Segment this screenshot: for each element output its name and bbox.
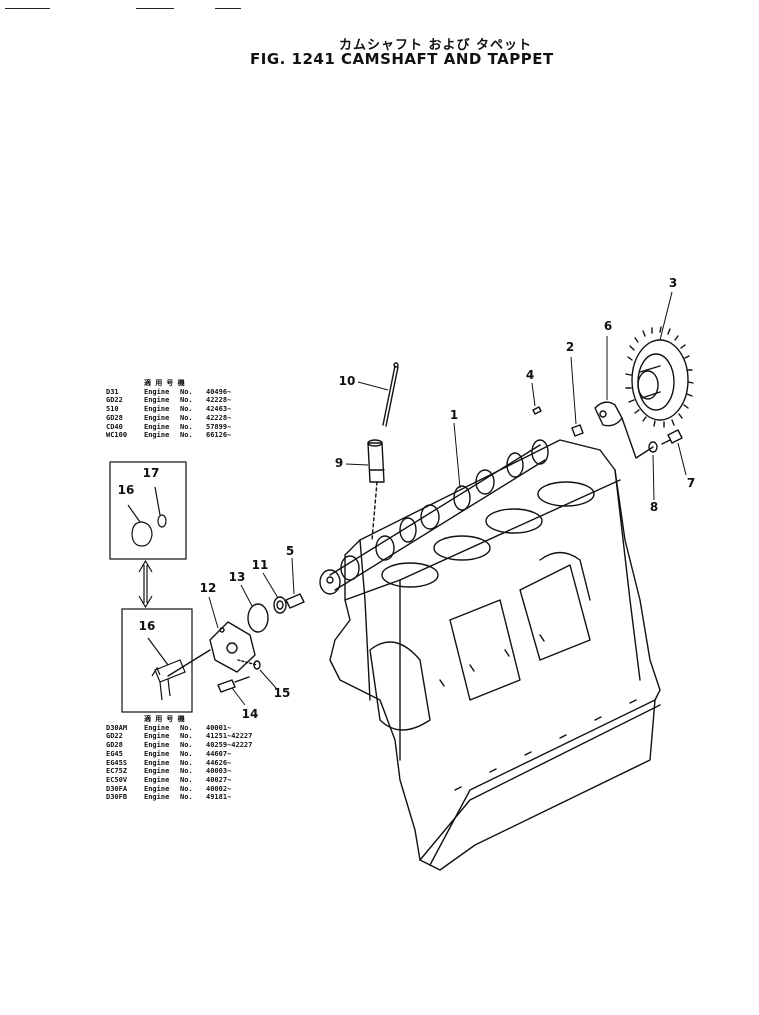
callout-5: 5 (285, 544, 295, 558)
engine-block-outline (329, 439, 661, 866)
callout-10: 10 (338, 374, 356, 388)
callout-17: 17 (142, 466, 160, 480)
callout-11: 11 (251, 558, 269, 572)
callout-7: 7 (686, 476, 696, 490)
callout-15: 15 (273, 686, 291, 700)
push-rod (382, 365, 399, 427)
inset-box-upper (109, 461, 187, 560)
inset-box-lower (121, 608, 193, 713)
callout-1: 1 (449, 408, 459, 422)
figure-title: FIG. 1241 CAMSHAFT AND TAPPET (250, 50, 554, 68)
camshaft-body (329, 444, 546, 591)
cover-plate (209, 621, 256, 673)
table-header: 適 用 号 機 (144, 379, 185, 387)
callout-3: 3 (668, 276, 678, 290)
figure-title-japanese: カムシャフト および タペット (339, 38, 533, 53)
tappet (367, 442, 385, 483)
callout-6: 6 (603, 319, 613, 333)
callout-16-upper: 16 (117, 483, 135, 497)
thrust-plate (594, 401, 623, 427)
callout-2: 2 (565, 340, 575, 354)
camshaft-gear (631, 339, 689, 421)
callout-14: 14 (241, 707, 259, 721)
callout-12: 12 (199, 581, 217, 595)
callout-9: 9 (334, 456, 344, 470)
table-header: 適 用 号 機 (144, 715, 185, 723)
callout-8: 8 (649, 500, 659, 514)
callout-13: 13 (228, 570, 246, 584)
callout-4: 4 (525, 368, 535, 382)
callout-16-lower: 16 (138, 619, 156, 633)
